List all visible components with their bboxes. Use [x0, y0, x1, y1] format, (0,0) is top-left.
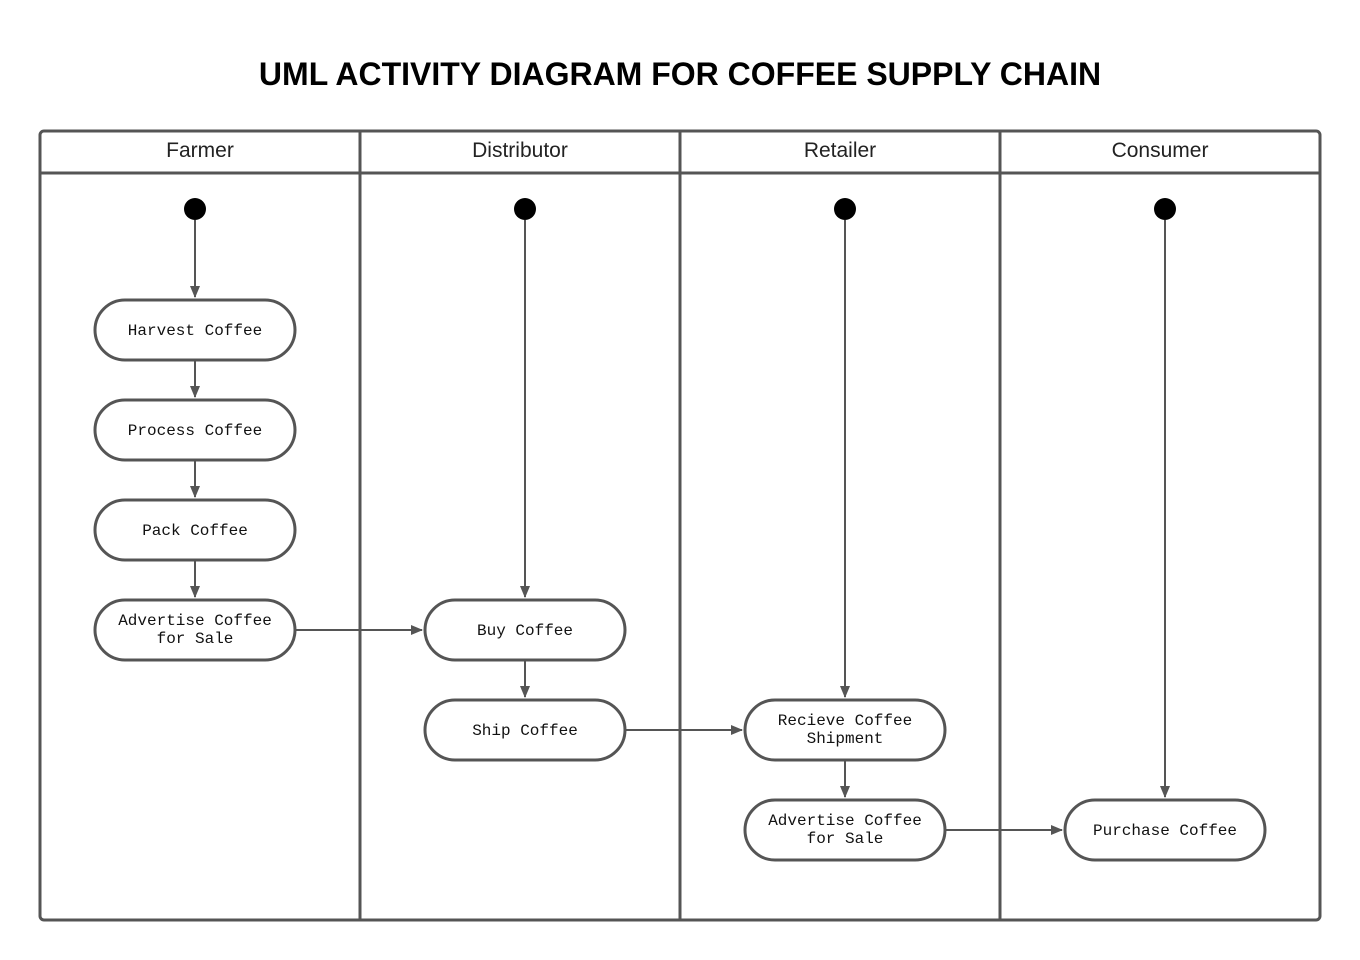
activity-shape: [423, 698, 627, 762]
activity-label: Buy Coffee: [477, 622, 573, 640]
activity-ship-coffee: Ship Coffee: [423, 698, 627, 762]
activity-pack-coffee: Pack Coffee: [93, 498, 297, 562]
activity-process-coffee: Process Coffee: [93, 398, 297, 462]
initial-node-farmer: [184, 198, 206, 220]
activity-label-line-2: for Sale: [157, 630, 234, 648]
initial-node-consumer: [1154, 198, 1176, 220]
initial-node-distributor: [514, 198, 536, 220]
activity-shape: [423, 598, 627, 662]
activity-advertise-coffee-farmer: Advertise Coffee for Sale: [93, 598, 297, 662]
lane-label-distributor: Distributor: [472, 139, 568, 162]
activity-harvest-coffee: Harvest Coffee: [93, 298, 297, 362]
activity-buy-coffee: Buy Coffee: [423, 598, 627, 662]
activity-label-line-2: Shipment: [807, 730, 884, 748]
activity-shape: [743, 698, 947, 762]
activity-shape: [1063, 798, 1267, 862]
activity-advertise-coffee-retailer: Advertise Coffee for Sale: [743, 798, 947, 862]
activity-label: Purchase Coffee: [1093, 822, 1237, 840]
activity-label: Harvest Coffee: [128, 322, 262, 340]
initial-node-retailer: [834, 198, 856, 220]
activity-shape: [93, 298, 297, 362]
flows: [190, 220, 1170, 835]
activity-label-line-1: Recieve Coffee: [778, 712, 912, 730]
activity-receive-coffee-shipment: Recieve Coffee Shipment: [743, 698, 947, 762]
activity-purchase-coffee: Purchase Coffee: [1063, 798, 1267, 862]
diagram-title: UML ACTIVITY DIAGRAM FOR COFFEE SUPPLY C…: [259, 56, 1101, 92]
activity-label: Ship Coffee: [472, 722, 578, 740]
activity-label-line-1: Advertise Coffee: [768, 812, 922, 830]
activity-shape: [743, 798, 947, 862]
activity-label-line-1: Advertise Coffee: [118, 612, 272, 630]
lane-label-retailer: Retailer: [804, 139, 876, 162]
lane-label-consumer: Consumer: [1112, 139, 1209, 162]
activity-shape: [93, 498, 297, 562]
activity-shape: [93, 598, 297, 662]
activity-label-line-2: for Sale: [807, 830, 884, 848]
activity-label: Process Coffee: [128, 422, 262, 440]
activity-label: Pack Coffee: [142, 522, 248, 540]
lane-label-farmer: Farmer: [166, 139, 234, 162]
activity-shape: [93, 398, 297, 462]
